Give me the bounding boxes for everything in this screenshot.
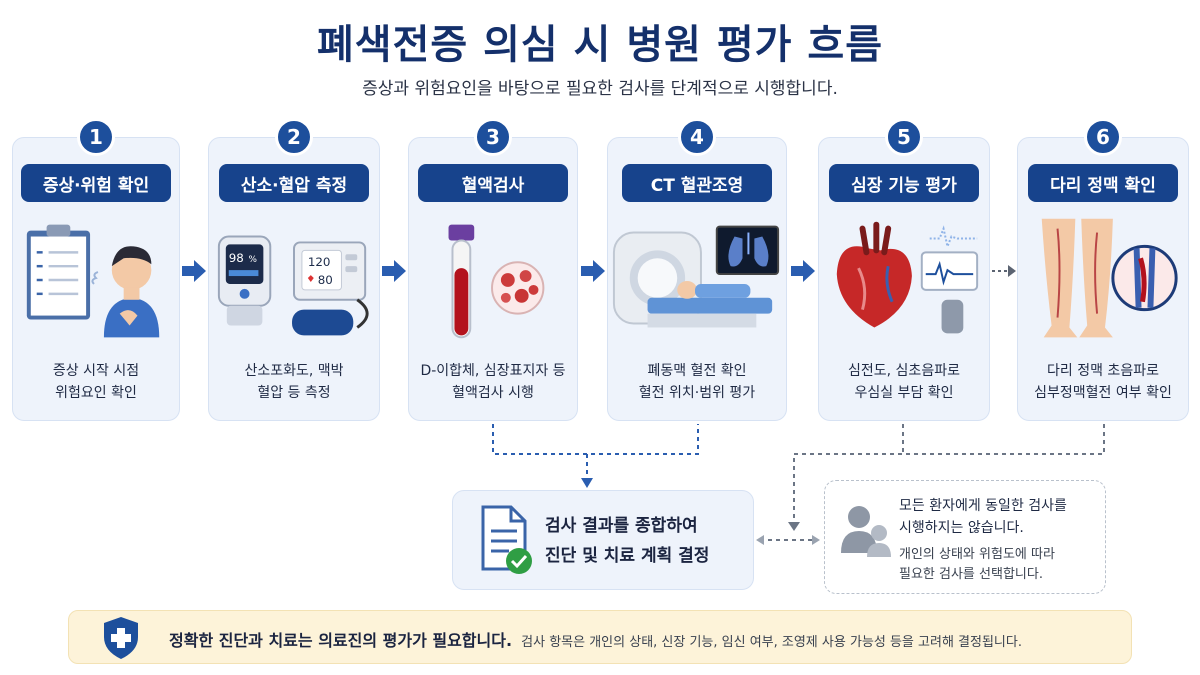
step-description-line: 우심실 부담 확인 bbox=[854, 385, 954, 401]
result-box: 검사 결과를 종합하여 진단 및 치료 계획 결정 bbox=[452, 490, 754, 590]
step-description-line: 심전도, 심초음파로 bbox=[848, 363, 960, 379]
step-label: 증상·위험 확인 bbox=[21, 164, 171, 202]
step-description-line: 혈전 위치·범위 평가 bbox=[638, 385, 756, 401]
page-subtitle: 증상과 위험요인을 바탕으로 필요한 검사를 단계적으로 시행합니다. bbox=[362, 79, 838, 99]
document-check-icon bbox=[481, 505, 532, 574]
step-card-5: 5 심장 기능 평가 심전도, 심초음파로 우심실 부담 확인 bbox=[818, 118, 990, 421]
heart-ecg-icon bbox=[836, 221, 979, 334]
blood-tube-icon bbox=[448, 224, 545, 339]
bp-diastolic: 80 bbox=[318, 273, 333, 287]
note-main-line: 모든 환자에게 동일한 검사를 bbox=[899, 498, 1067, 514]
step-description-line: D-이합체, 심장표지자 등 bbox=[420, 363, 566, 379]
step-card-3: 3 혈액검사 D-이합체, 심장표지자 등 혈액검사 시행 bbox=[408, 118, 578, 421]
bp-systolic: 120 bbox=[308, 255, 331, 269]
step-description: 산소포화도, 맥박 혈압 등 측정 bbox=[213, 360, 375, 404]
step-description: 폐동맥 혈전 확인 혈전 위치·범위 평가 bbox=[612, 360, 782, 404]
step-card-6: 6 다리 정맥 확인 다리 정맥 초음파로 심부정맥혈전 여부 확인 bbox=[1017, 118, 1189, 421]
spo2-value: 98 bbox=[229, 251, 244, 265]
step-label: 다리 정맥 확인 bbox=[1028, 164, 1178, 202]
clipboard-patient-icon bbox=[26, 224, 160, 338]
leg-vein-icon bbox=[1041, 218, 1178, 338]
step-card-1: 1 증상·위험 확인 증상 시작 시점 위험요인 확인 bbox=[12, 118, 180, 421]
step-label: 심장 기능 평가 bbox=[829, 164, 979, 202]
shield-cross-icon bbox=[104, 617, 138, 659]
note-main-line: 시행하지는 않습니다. bbox=[899, 520, 1024, 536]
spo2-unit: % bbox=[249, 255, 257, 265]
step-number: 2 bbox=[275, 118, 313, 156]
result-line: 진단 및 치료 계획 결정 bbox=[545, 546, 710, 566]
step-number: 1 bbox=[77, 118, 115, 156]
dashed-arrow-right-icon bbox=[992, 265, 1016, 277]
step-description-line: 혈압 등 측정 bbox=[257, 385, 331, 401]
arrow-right-icon bbox=[581, 260, 605, 282]
arrow-right-icon bbox=[382, 260, 406, 282]
step-number: 5 bbox=[885, 118, 923, 156]
step-description-line: 증상 시작 시점 bbox=[52, 363, 140, 379]
page-title: 폐색전증 의심 시 병원 평가 흐름 bbox=[316, 22, 884, 68]
note-box: 모든 환자에게 동일한 검사를 시행하지는 않습니다. 개인의 상태와 위험도에… bbox=[824, 480, 1106, 594]
arrow-right-icon bbox=[182, 260, 206, 282]
step-number: 4 bbox=[678, 118, 716, 156]
step-description-line: 산소포화도, 맥박 bbox=[244, 363, 344, 379]
step-description: 심전도, 심초음파로 우심실 부담 확인 bbox=[823, 360, 985, 404]
person-group-icon bbox=[841, 506, 891, 557]
step-description-line: 폐동맥 혈전 확인 bbox=[647, 363, 747, 379]
step-description-line: 다리 정맥 초음파로 bbox=[1047, 363, 1159, 379]
step-card-2: 2 산소·혈압 측정 98 % 120 80 산소포화도, 맥박 혈압 등 측정 bbox=[208, 118, 380, 421]
step-description-line: 위험요인 확인 bbox=[55, 385, 137, 401]
ct-scanner-icon bbox=[612, 225, 780, 328]
note-sub-line: 개인의 상태와 위험도에 따라 bbox=[899, 547, 1055, 562]
step-description: D-이합체, 심장표지자 등 혈액검사 시행 bbox=[413, 360, 573, 404]
result-line: 검사 결과를 종합하여 bbox=[545, 516, 698, 536]
step-card-4: 4 CT 혈관조영 폐동맥 혈전 확인 혈전 위치·범위 평가 bbox=[607, 118, 787, 421]
step-description-line: 혈액검사 시행 bbox=[452, 385, 534, 401]
step-description: 증상 시작 시점 위험요인 확인 bbox=[17, 360, 175, 404]
step-label: CT 혈관조영 bbox=[622, 164, 772, 202]
step-description-line: 심부정맥혈전 여부 확인 bbox=[1034, 385, 1172, 401]
step-description: 다리 정맥 초음파로 심부정맥혈전 여부 확인 bbox=[1022, 360, 1184, 404]
step-number: 3 bbox=[474, 118, 512, 156]
step-number: 6 bbox=[1084, 118, 1122, 156]
step-label: 산소·혈압 측정 bbox=[219, 164, 369, 202]
step-label: 혈액검사 bbox=[418, 164, 568, 202]
disclaimer-banner: 정확한 진단과 치료는 의료진의 평가가 필요합니다. 검사 항목은 개인의 상… bbox=[68, 610, 1132, 664]
arrow-right-icon bbox=[791, 260, 815, 282]
oximeter-bp-monitor-icon: 98 % 120 80 bbox=[217, 235, 369, 336]
banner-main-text: 정확한 진단과 치료는 의료진의 평가가 필요합니다. bbox=[169, 631, 513, 650]
note-sub-line: 필요한 검사를 선택합니다. bbox=[899, 567, 1043, 582]
banner-sub-text: 검사 항목은 개인의 상태, 신장 기능, 임신 여부, 조영제 사용 가능성 … bbox=[521, 635, 1022, 650]
